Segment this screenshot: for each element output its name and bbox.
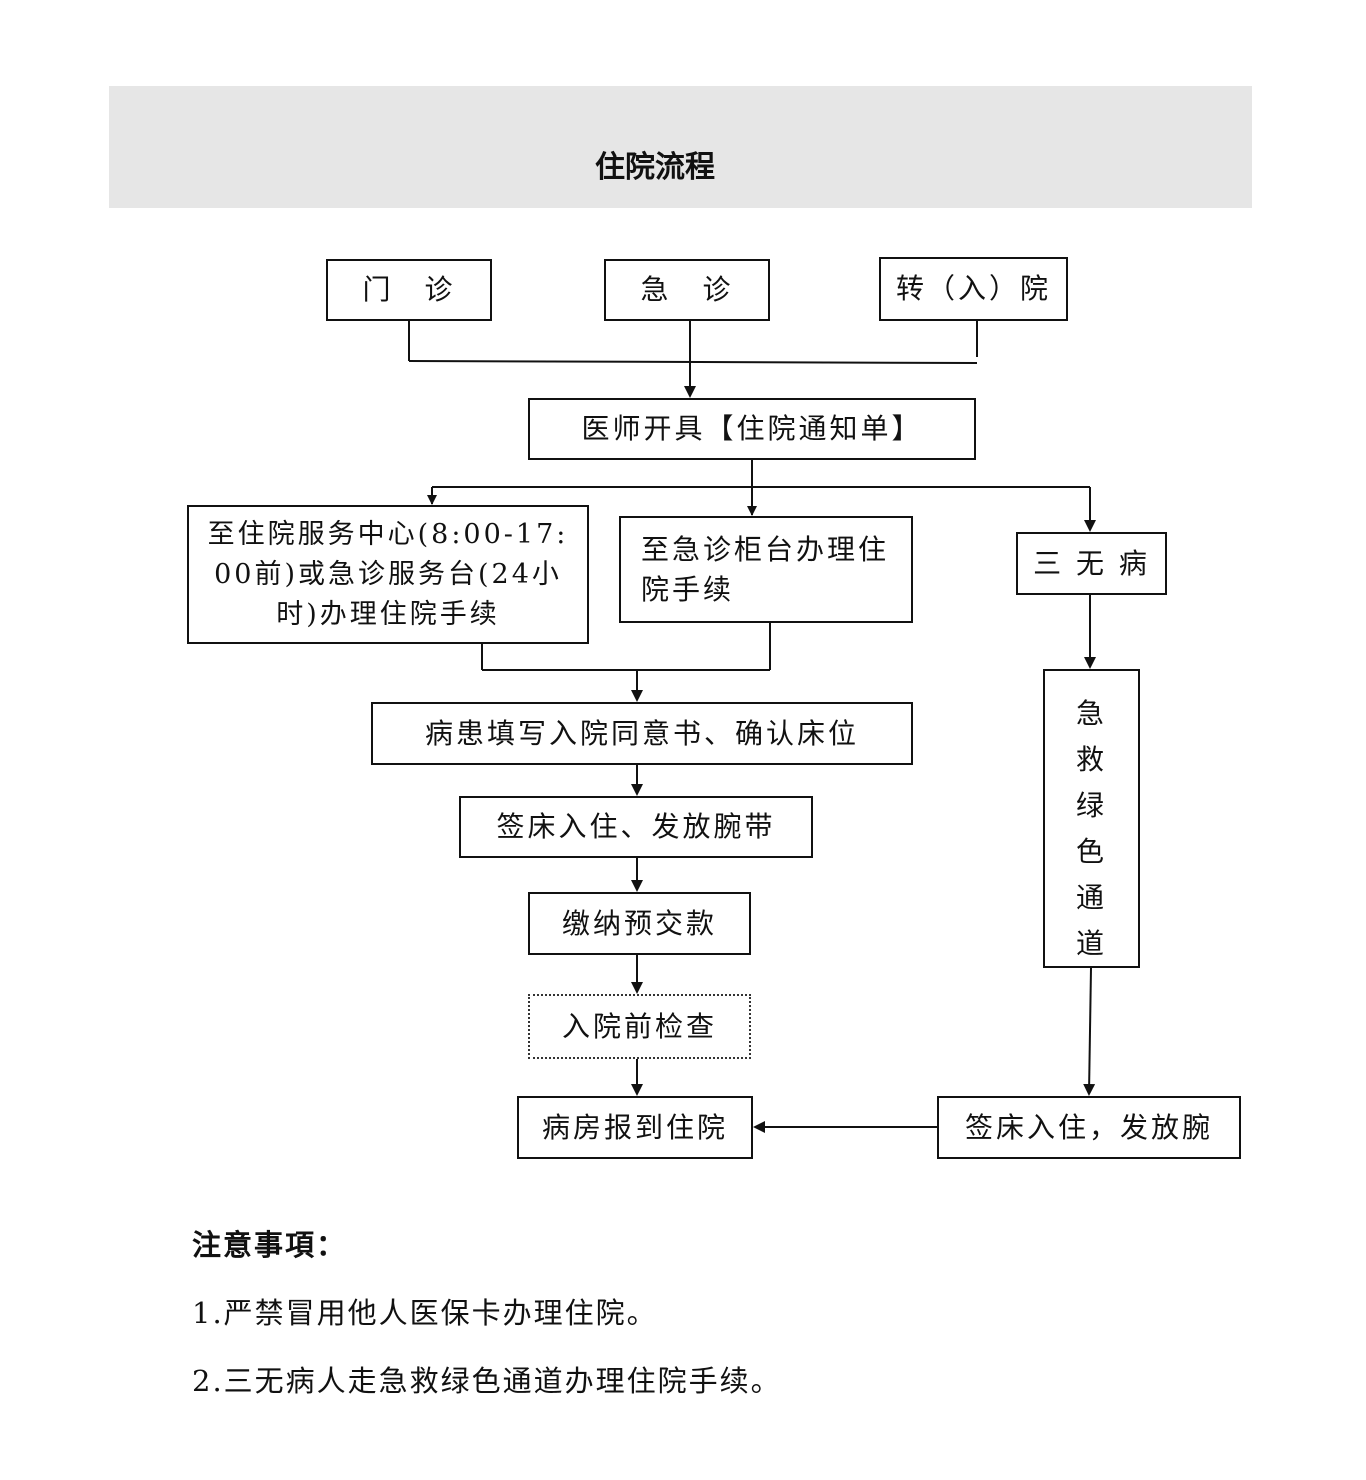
box-three-none: 三 无 病 — [1016, 532, 1167, 595]
note-item: 2.三无病人走急救绿色通道办理住院手续。 — [192, 1364, 782, 1398]
box-emergency-counter: 至急诊柜台办理住 院手续 — [619, 516, 913, 623]
box-green-channel: 急 救 绿 色 通 道 — [1043, 669, 1140, 968]
box-consent: 病患填写入院同意书、确认床位 — [371, 702, 913, 765]
box-outpatient: 门 诊 — [326, 259, 492, 321]
title-banner — [109, 86, 1252, 208]
box-emergency: 急 诊 — [604, 259, 770, 321]
green-channel-char: 救 — [1075, 743, 1107, 776]
box-sign-bed: 签床入住、发放腕带 — [459, 796, 813, 858]
box-prepay: 缴纳预交款 — [528, 892, 751, 955]
green-channel-char: 色 — [1075, 835, 1107, 868]
box-ward-checkin: 病房报到住院 — [517, 1096, 753, 1159]
green-channel-char: 道 — [1075, 927, 1107, 960]
arrow-to-sign-bed-green — [1083, 967, 1096, 1096]
note-item: 1.严禁冒用他人医保卡办理住院。 — [192, 1296, 658, 1330]
box-transfer: 转（入）院 — [879, 257, 1068, 321]
connector-merge — [408, 360, 978, 364]
green-channel-char: 急 — [1075, 697, 1107, 730]
box-precheck: 入院前检查 — [528, 994, 751, 1059]
green-channel-char: 绿 — [1075, 789, 1107, 822]
box-sign-bed-green: 签床入住，发放腕 — [937, 1096, 1241, 1159]
box-service-center: 至住院服务中心(8:00-17: 00前)或急诊服务台(24小 时)办理住院手续 — [187, 505, 589, 644]
green-channel-char: 通 — [1075, 881, 1107, 914]
page-title: 住院流程 — [595, 150, 715, 185]
notes-title: 注意事項： — [192, 1228, 348, 1262]
box-doctor-notice: 医师开具【住院通知单】 — [528, 398, 976, 460]
